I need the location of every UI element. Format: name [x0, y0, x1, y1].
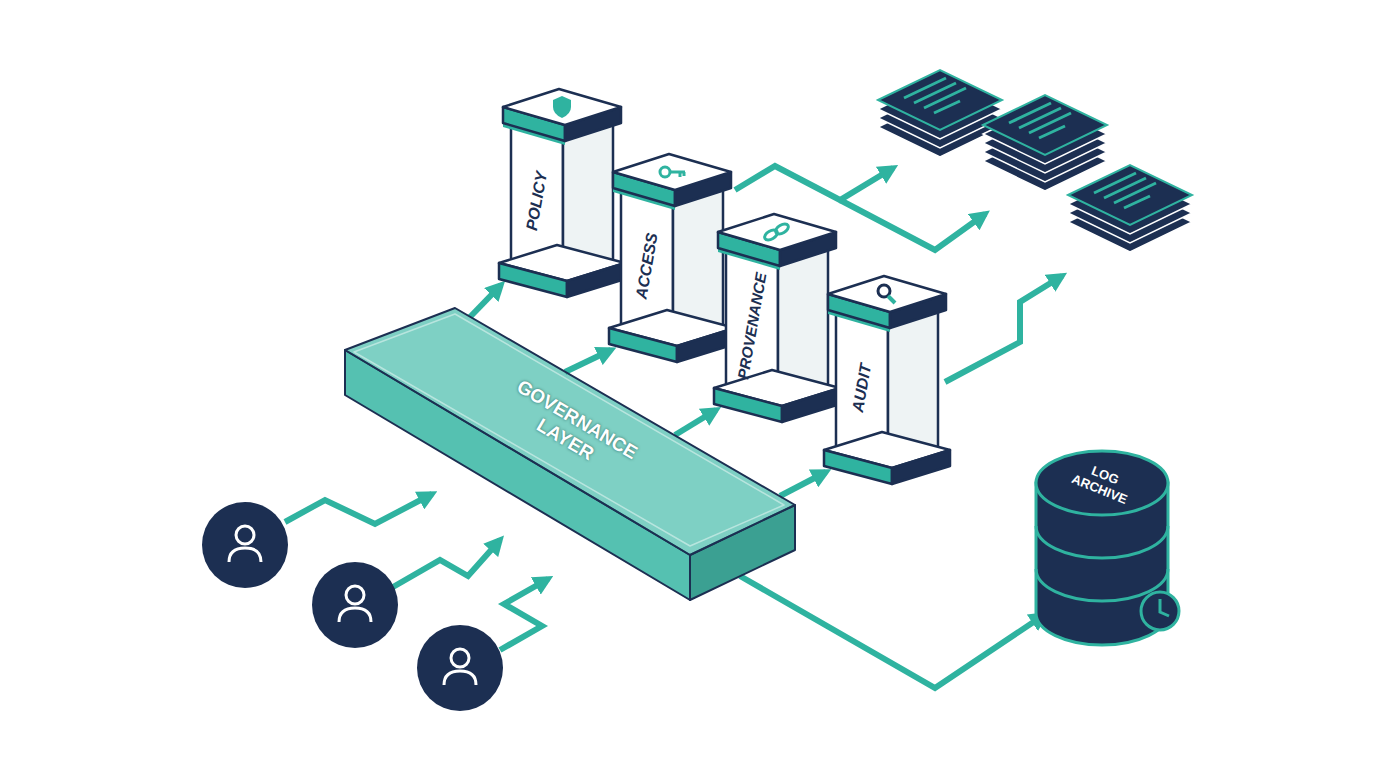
pillar-base-front: [499, 263, 567, 297]
user-flow-line: [285, 494, 432, 524]
layer-glass-edge: [354, 314, 784, 546]
pillar-base-front: [824, 450, 892, 484]
pillar-block: AUDIT: [822, 272, 952, 488]
pillar-icon: [763, 222, 790, 242]
pillar-cap-top: [613, 154, 731, 190]
pillar-block: POLICY: [497, 85, 627, 301]
user-icon: [312, 562, 398, 648]
flow-arrow: [780, 472, 826, 496]
user-icon: [202, 502, 288, 588]
flow-arrow: [565, 350, 611, 372]
node-outline: [712, 210, 842, 426]
pillar-base-side: [567, 263, 625, 297]
pillar-icon: [553, 96, 571, 118]
user-icon: [417, 625, 503, 711]
node-outline: [822, 272, 952, 488]
pillar-cap-top: [503, 89, 621, 125]
pillar-cap-top: [718, 214, 836, 250]
output-line: [840, 200, 985, 250]
user-icons: [202, 502, 503, 711]
node-outline: [497, 85, 627, 301]
database-band: [1036, 526, 1168, 558]
document-stack: [878, 70, 1002, 157]
pillar-base-side: [892, 450, 950, 484]
document-stack: [983, 95, 1107, 191]
user-flow-lines: [285, 494, 548, 650]
flow-arrow: [740, 576, 1044, 688]
flow-arrow: [470, 285, 501, 317]
pillar-block: PROVENANCE: [712, 210, 842, 426]
user-flow-line: [393, 540, 500, 587]
pillar-base-side: [782, 388, 840, 422]
clock-icon: [1141, 592, 1179, 630]
flow-arrow: [675, 410, 716, 435]
pillar-base-front: [609, 328, 677, 362]
document-stack: [1068, 165, 1192, 252]
output-line: [945, 276, 1062, 382]
pillar-block: ACCESS: [607, 150, 737, 366]
user-flow-line: [500, 579, 548, 650]
node-outline: [607, 150, 737, 366]
output-line: [735, 166, 893, 200]
pillar-icon: [660, 167, 685, 177]
pillar-icon: [878, 285, 895, 303]
pillar-cap-top: [828, 276, 946, 312]
pillar-base-front: [714, 388, 782, 422]
database-top: [1036, 451, 1168, 515]
database-cylinder: LOG ARCHIVE: [1030, 445, 1190, 645]
